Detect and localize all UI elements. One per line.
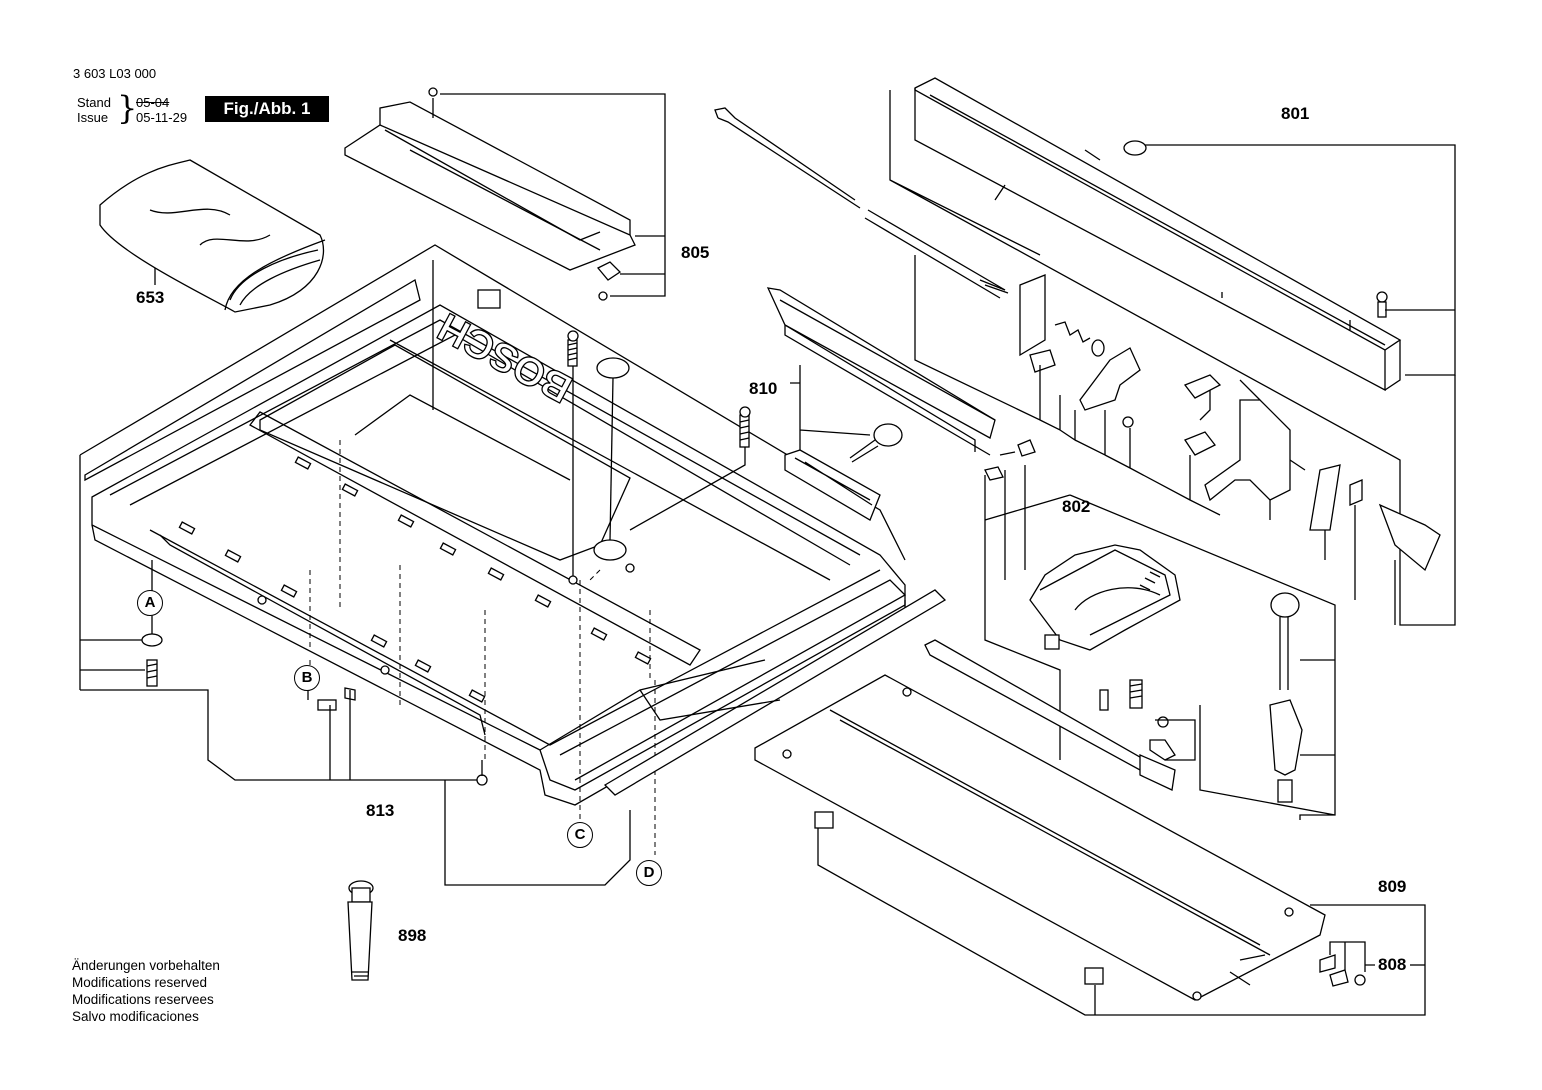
marker-d: D [636,860,662,886]
stand-date: 05-04 [136,95,170,110]
marker-c: C [567,822,593,848]
notice-german: Änderungen vorbehalten [72,958,220,973]
rear-rail-part [344,87,636,301]
part-number-653: 653 [136,288,165,307]
leader-808 [1329,941,1375,972]
leader-810 [790,382,871,450]
leader-802 [984,465,1336,820]
stand-label: Stand [77,95,111,110]
part-number-801: 801 [1281,104,1310,123]
notice-english: Modifications reserved [72,975,208,990]
miter-gauge-part [924,544,1303,803]
issue-date: 05-11-29 [136,110,188,125]
leader-clamp [914,255,1396,625]
leader-801 [1145,144,1456,376]
marker-b: B [294,665,320,691]
storage-bag-part [99,159,326,313]
fastener-a-part [141,633,163,687]
fence-part [914,77,1402,392]
fastener-b-part [317,687,356,711]
notice-spanish: Salvo modificaciones [72,1009,199,1024]
part-number-813: 813 [366,801,395,820]
leader-813 [80,639,631,886]
table-extension-part [754,674,1326,1001]
document-number: 3 603 L03 000 [73,66,157,81]
part-number-809: 809 [1378,877,1407,896]
rip-fence-part [766,287,1036,521]
clip-808-part [1319,954,1366,987]
screw-group [567,330,751,448]
issue-label: Issue [77,110,109,125]
figure-label: Fig./Abb. 1 [205,96,329,122]
part-number-808: 808 [1378,955,1407,974]
side-strip-part [603,589,947,796]
clamp-assembly-part [1019,274,1441,572]
brace-glyph: } [117,89,138,127]
marker-a: A [137,590,163,616]
part-number-805: 805 [681,243,710,262]
leader-805 [440,93,666,297]
part-number-802: 802 [1062,497,1091,516]
leader-809 [817,828,1426,1016]
notice-french: Modifications reservees [72,992,214,1007]
guide-rod-part [714,107,1009,299]
part-number-810: 810 [749,379,778,398]
push-knob-part [347,880,374,981]
modifications-notice: Änderungen vorbehalten Modifications res… [72,957,220,1025]
part-number-898: 898 [398,926,427,945]
